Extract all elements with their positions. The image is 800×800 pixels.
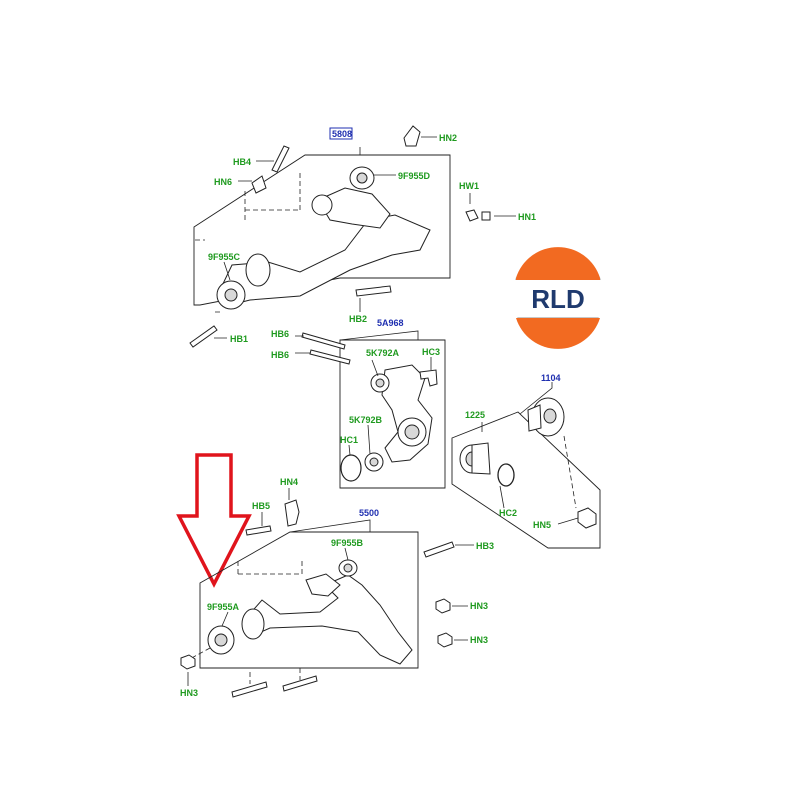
logo-top-orange <box>516 247 600 280</box>
bolt-hb3 <box>423 541 455 558</box>
bushing-9f955a-sleeve <box>241 608 265 640</box>
label-9f955a: 9F955A <box>207 602 240 612</box>
lower-arm-leaders <box>187 488 474 686</box>
logo-band <box>512 280 604 317</box>
bushing-9f955d-core <box>356 172 368 184</box>
label-5a968: 5A968 <box>377 318 404 328</box>
bolt-lower-right <box>282 675 318 692</box>
bolt-lower-left <box>231 681 268 698</box>
label-9f955b: 9F955B <box>331 538 364 548</box>
knuckle-bore-inner <box>404 424 420 440</box>
label-hn3-a: HN3 <box>470 601 488 611</box>
upper-arm-dash-2 <box>195 239 222 313</box>
nut-hn3-b <box>437 632 453 648</box>
label-9f955d: 9F955D <box>398 171 431 181</box>
lower-arm-group: HN4 HB5 5500 9F955B HB3 9F955A HN3 HN3 H… <box>180 477 494 698</box>
hub-1104-center <box>543 408 557 424</box>
lower-arm-dash <box>187 560 303 661</box>
upper-arm-dash-1 <box>244 170 301 220</box>
knuckle-frame-top <box>339 330 419 341</box>
label-hc2: HC2 <box>499 508 517 518</box>
upper-arm-frame <box>193 154 451 306</box>
bolt-hb6-upper <box>301 332 346 350</box>
washer-hw1 <box>465 209 479 222</box>
hub-axis-dash <box>563 435 577 509</box>
label-hw1: HW1 <box>459 181 479 191</box>
knuckle-frame <box>339 339 446 489</box>
upper-control-arm <box>219 214 431 306</box>
upper-arm-leaders <box>214 136 516 339</box>
snap-ring-hc2 <box>497 463 515 487</box>
nut-hn5 <box>577 507 597 529</box>
upper-arm-eye <box>311 194 333 216</box>
bushing-5k792a-core <box>375 378 385 388</box>
label-hn3-c: HN3 <box>180 688 198 698</box>
label-5808-box <box>329 127 353 140</box>
hub-frame-leaders <box>481 382 553 432</box>
label-hn1: HN1 <box>518 212 536 222</box>
label-hb4: HB4 <box>233 157 251 167</box>
lower-arm-frame-top <box>289 519 371 533</box>
lower-arm-front-boss <box>305 573 341 597</box>
label-hb1: HB1 <box>230 334 248 344</box>
bushing-9f955b-core <box>343 563 353 573</box>
label-hb6-upper: HB6 <box>271 329 289 339</box>
nut-hn1 <box>481 211 491 221</box>
label-hc3: HC3 <box>422 347 440 357</box>
lower-control-arm <box>247 574 413 665</box>
knuckle-group: HB6 HB6 5A968 5K792A HC3 5K792B HC1 <box>271 318 446 489</box>
hub-leaders <box>499 485 579 525</box>
hub-bearing-group: 1104 1225 HC2 HN5 <box>451 373 601 549</box>
logo-bottom-orange <box>516 318 600 349</box>
lower-bolt-dash <box>249 668 301 684</box>
label-5k792b: 5K792B <box>349 415 383 425</box>
label-hn4: HN4 <box>280 477 298 487</box>
ring-hc1 <box>340 454 362 482</box>
knuckle-leaders <box>295 335 432 456</box>
bolt-hb6-lower <box>309 349 351 365</box>
label-hn2: HN2 <box>439 133 457 143</box>
rld-logo: RLD <box>512 247 604 349</box>
label-hn5: HN5 <box>533 520 551 530</box>
label-hn3-b: HN3 <box>470 635 488 645</box>
bolt-hb2 <box>355 285 392 297</box>
label-5500: 5500 <box>359 508 379 518</box>
bushing-5k792b-core <box>369 457 379 467</box>
label-1225: 1225 <box>465 410 485 420</box>
bushing-9f955c-core <box>224 288 238 302</box>
clip-hn4 <box>284 499 300 527</box>
label-hb2: HB2 <box>349 314 367 324</box>
upper-arm-front-boss <box>317 187 391 229</box>
bolt-hb1 <box>189 325 218 348</box>
bushing-9f955a-core <box>214 633 228 647</box>
label-hb5: HB5 <box>252 501 270 511</box>
bushing-9f955c-sleeve <box>245 253 271 287</box>
bolt-hb4 <box>271 145 290 173</box>
rear-knuckle <box>381 364 433 463</box>
nut-hn3-a <box>435 598 451 614</box>
nut-hn6 <box>251 175 267 194</box>
logo-text: RLD <box>531 284 584 314</box>
label-hn6: HN6 <box>214 177 232 187</box>
label-9f955c: 9F955C <box>208 252 241 262</box>
clip-hn2 <box>403 125 421 147</box>
nut-hn3-c <box>180 654 196 670</box>
hub-1104-flange <box>527 404 542 432</box>
red-arrow-indicator <box>176 453 252 588</box>
bearing-1225-body <box>471 442 491 475</box>
label-hb3: HB3 <box>476 541 494 551</box>
label-5k792a: 5K792A <box>366 348 400 358</box>
label-1104: 1104 <box>541 373 561 383</box>
label-hc1: HC1 <box>340 435 358 445</box>
hub-frame <box>451 411 601 549</box>
upper-arm-group: 5808 HN2 HB4 HN6 9F955D HW1 HN1 9F955C H… <box>189 125 536 348</box>
clip-hc3 <box>419 369 438 387</box>
label-5808: 5808 <box>332 129 352 139</box>
bolt-hb5 <box>245 525 272 536</box>
label-hb6-lower: HB6 <box>271 350 289 360</box>
